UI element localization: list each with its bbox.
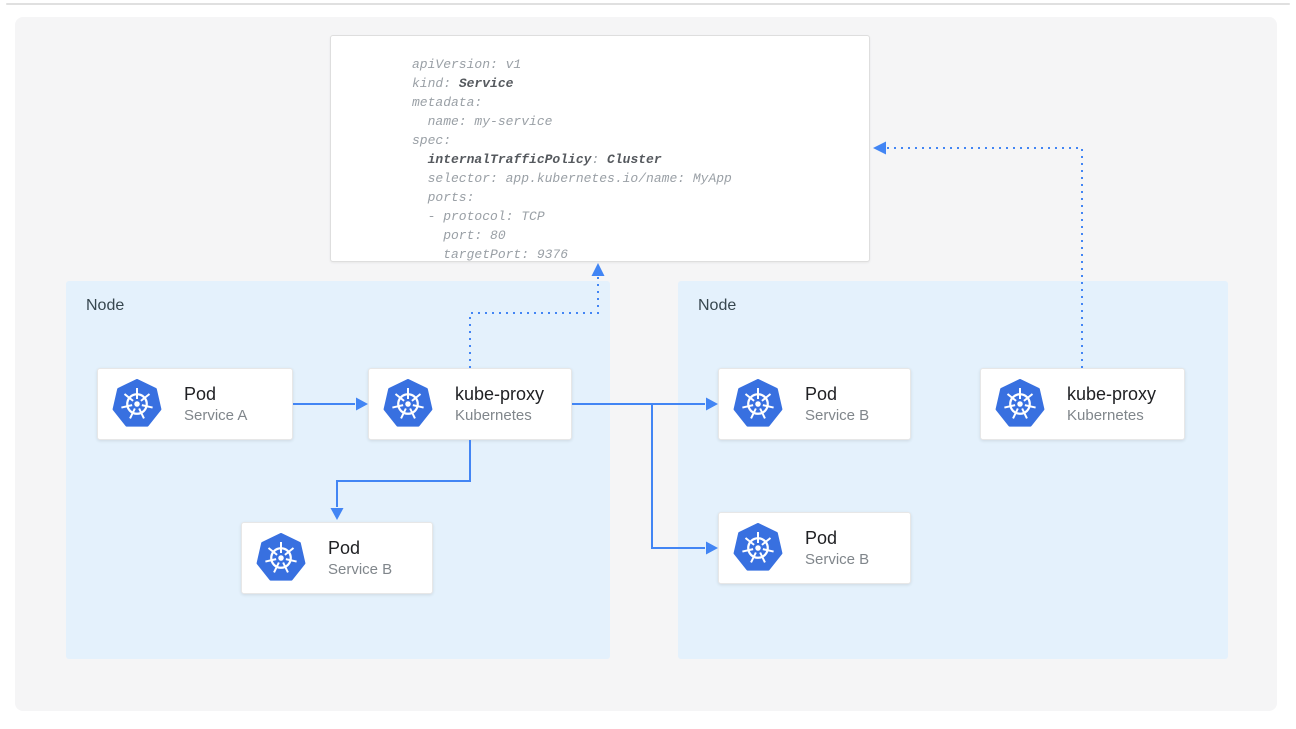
card-title: Pod (184, 384, 217, 404)
kubernetes-icon (733, 523, 783, 573)
card-subtitle: Service B (805, 551, 870, 568)
yaml-code-line: port: 80 (412, 228, 506, 243)
yaml-code: apiVersion: v1 kind: Service metadata: nam… (412, 55, 869, 264)
yaml-code-line: metadata: (412, 95, 483, 110)
card-kube-proxy-right: kube-proxy Kubernetes (980, 368, 1185, 440)
yaml-code-line: name: my-service (412, 114, 553, 129)
card-subtitle: Kubernetes (1067, 407, 1144, 424)
card-kube-proxy-left: kube-proxy Kubernetes (368, 368, 572, 440)
kubernetes-icon (733, 379, 783, 429)
node-left-label: Node (86, 297, 125, 314)
service-yaml-card: apiVersion: v1 kind: Service metadata: nam… (330, 35, 870, 262)
card-pod-service-b-right-bottom: Pod Service B (718, 512, 911, 584)
node-left: Node (66, 281, 610, 659)
yaml-code-line: selector: app.kubernetes.io/name: MyApp (412, 171, 732, 186)
yaml-code-line: apiVersion: v1 (412, 57, 522, 72)
yaml-code-line: - protocol: TCP (412, 209, 545, 224)
card-pod-service-b-right-top: Pod Service B (718, 368, 911, 440)
node-right-label: Node (698, 297, 737, 314)
card-title: kube-proxy (1067, 384, 1157, 404)
node-right: Node (678, 281, 1228, 659)
card-title: Pod (805, 528, 838, 548)
page-top-divider (6, 3, 1290, 5)
yaml-code-line: targetPort: 9376 (412, 247, 569, 262)
card-subtitle: Service B (328, 561, 393, 578)
kubernetes-icon (383, 379, 433, 429)
card-subtitle: Service A (184, 407, 248, 424)
card-title: kube-proxy (455, 384, 545, 404)
kubernetes-icon (995, 379, 1045, 429)
kubernetes-icon (112, 379, 162, 429)
kubernetes-icon (256, 533, 306, 583)
yaml-code-line: kind: Service (412, 76, 514, 91)
yaml-code-line: ports: (412, 190, 475, 205)
card-subtitle: Kubernetes (455, 407, 532, 424)
yaml-code-line: internalTrafficPolicy: Cluster (427, 152, 662, 167)
card-title: Pod (328, 538, 361, 558)
card-title: Pod (805, 384, 838, 404)
card-pod-service-a: Pod Service A (97, 368, 293, 440)
card-pod-service-b-left: Pod Service B (241, 522, 433, 594)
yaml-code-line: spec: (412, 133, 452, 148)
card-subtitle: Service B (805, 407, 870, 424)
